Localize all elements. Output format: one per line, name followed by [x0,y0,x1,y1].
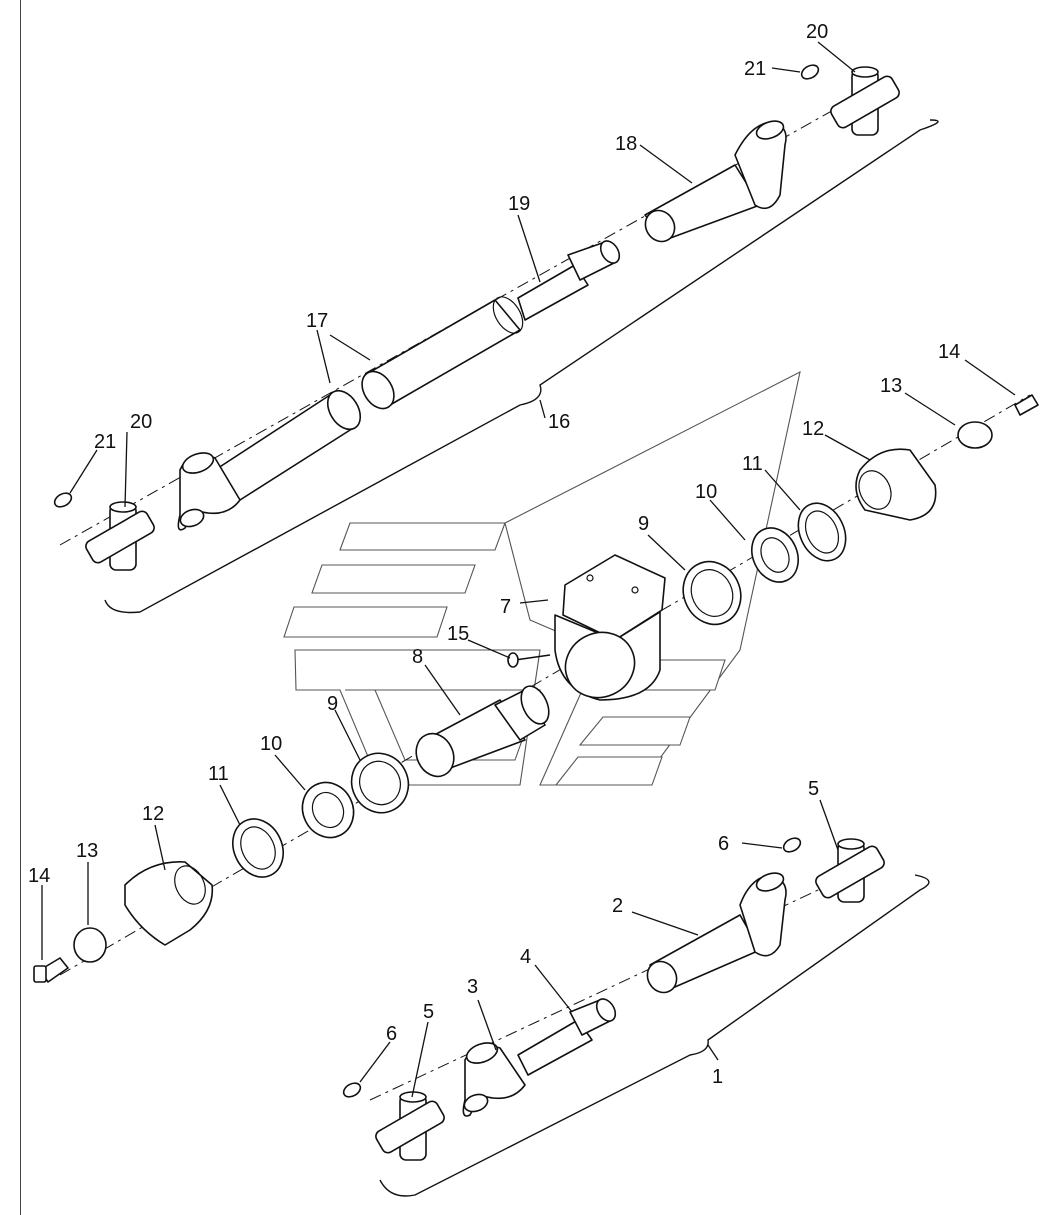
callout-7: 7 [500,596,511,618]
tube-17-right [361,296,524,410]
leader-lines [41,41,1016,1098]
washer-13-right [957,421,993,449]
washer-13-left [73,927,107,963]
snap-ring-21-right [800,64,820,80]
seal-11-left [232,818,284,878]
callout-5-left: 5 [423,1001,434,1023]
bearing-cup-9-left [350,752,410,814]
bolt-14-right [1014,394,1039,416]
bolt-14-left [33,957,69,983]
callout-9-left: 9 [327,693,338,715]
callout-3: 3 [467,976,478,998]
stub-shaft-8 [415,685,550,778]
callout-11-left: 11 [208,763,229,785]
callout-13-left: 13 [76,840,98,862]
callout-19: 19 [508,193,530,215]
callout-14-left: 14 [28,865,50,887]
callout-21-right: 21 [744,58,766,80]
bolt-15 [507,652,551,668]
callout-11-right: 11 [742,453,763,475]
bearing-cone-10-left [301,781,355,839]
callout-16: 16 [548,411,570,433]
callout-1: 1 [712,1066,723,1088]
callout-8: 8 [412,646,423,668]
slip-yoke-3 [462,1042,526,1117]
callout-17: 17 [306,310,328,332]
callout-21-left: 21 [94,431,116,453]
callout-labels: 1 2 3 4 5 5 6 6 7 8 9 9 10 10 11 11 12 1… [28,21,960,1088]
callout-12-right: 12 [802,418,824,440]
callout-5-right: 5 [808,778,819,800]
callout-20-left: 20 [130,411,152,433]
callout-10-left: 10 [260,733,282,755]
slip-shaft-19 [517,240,621,321]
lower-shaft-assembly [342,837,930,1197]
companion-flange-12-left [124,861,214,946]
callout-4: 4 [520,946,531,968]
slip-yoke-left [177,452,241,531]
bearing-cone-10-right [751,527,799,583]
callout-14-right: 14 [938,341,960,363]
tube-17-left [214,389,362,501]
callout-13-right: 13 [880,375,902,397]
hanger-bracket-7 [554,554,666,701]
page-frame-line [20,0,21,1215]
seal-11-right [797,502,847,562]
callout-10-right: 10 [695,481,717,503]
centre-bearing-assembly [33,394,1039,983]
bracket-16 [104,119,939,614]
bracket-1 [379,874,930,1197]
callout-18: 18 [615,133,637,155]
callout-20-right: 20 [806,21,828,43]
tube-yoke-18 [644,120,787,243]
snap-ring-21-left [53,492,73,508]
snap-ring-6-left [342,1082,362,1098]
tube-yoke-2 [646,872,787,994]
callout-9-right: 9 [638,513,649,535]
callout-2: 2 [612,895,623,917]
u-joint-20-left [85,501,155,571]
callout-15: 15 [447,623,469,645]
u-joint-20-right [830,66,900,136]
slip-shaft-4 [517,998,617,1076]
u-joint-5-left [375,1091,445,1161]
snap-ring-6-right [782,837,802,853]
upper-shaft-assembly [53,64,939,614]
companion-flange-12-right [855,448,937,521]
u-joint-5-right [815,838,885,903]
bearing-cup-9-right [682,560,742,626]
callout-6-right: 6 [718,833,729,855]
callout-6-left: 6 [386,1023,397,1045]
callout-12-left: 12 [142,803,164,825]
